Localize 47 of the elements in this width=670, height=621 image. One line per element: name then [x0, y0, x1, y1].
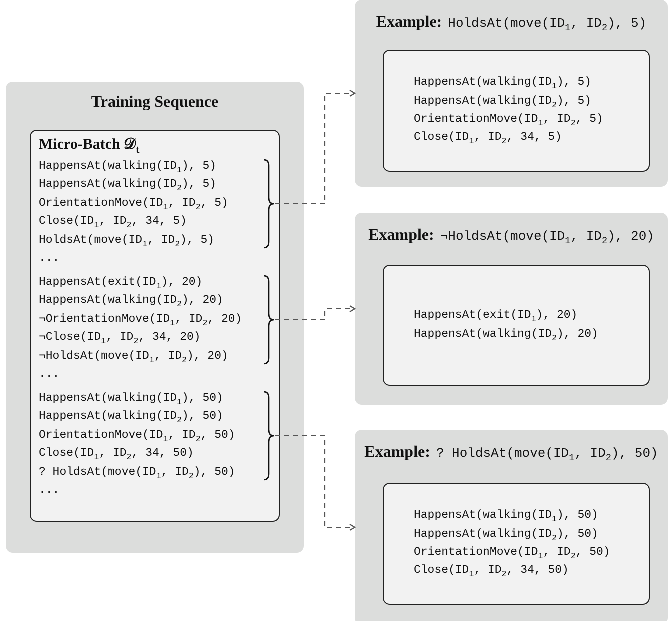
- panel-background: [355, 0, 668, 187]
- example-box: [383, 50, 650, 172]
- formula-line: OrientationMove(ID$_{1}$, ID$_{2}$, 5): [414, 112, 604, 130]
- batch-box: [30, 130, 280, 522]
- ellipsis: ...: [39, 367, 60, 383]
- formula-line: HappensAt(walking(ID$_{1}$), 50): [39, 391, 224, 408]
- formula-title: ? HoldsAt(move(ID$_{1}$, ID$_{2}$), 50): [436, 446, 658, 461]
- dashed-arrow: [275, 435, 356, 532]
- ellipsis: ...: [39, 483, 60, 499]
- formula-line: HappensAt(exit(ID$_{1}$), 20): [414, 308, 578, 326]
- formula-line: HappensAt(walking(ID$_{1}$), 50): [414, 508, 598, 526]
- formula-line: Close(ID$_{1}$, ID$_{2}$, 34, 50): [39, 446, 194, 464]
- formula-line: OrientationMove(ID$_{1}$, ID$_{2}$, 5): [39, 196, 228, 214]
- formula-title: HoldsAt(move(ID$_{1}$, ID$_{2}$), 5): [448, 16, 647, 31]
- formula-line: ¬HoldsAt(move(ID$_{1}$, ID$_{2}$), 20): [39, 348, 228, 366]
- panel-background: [355, 213, 668, 405]
- ellipsis: ...: [39, 251, 60, 267]
- formula-line: Close(ID$_{1}$, ID$_{2}$, 34, 50): [414, 563, 569, 581]
- formula-line: HappensAt(walking(ID$_{1}$), 5): [39, 159, 217, 176]
- example-label: Example:: [364, 444, 430, 461]
- formula-line: HappensAt(walking(ID$_{2}$), 20): [414, 326, 598, 344]
- formula-line: HappensAt(walking(ID$_{1}$), 5): [414, 75, 592, 93]
- formula-line: ¬OrientationMove(ID$_{1}$, ID$_{2}$, 20): [39, 312, 242, 330]
- formula-line: Close(ID$_{1}$, ID$_{2}$, 34, 5): [39, 214, 187, 232]
- panel-background: [6, 82, 304, 553]
- formula-line: Close(ID$_{1}$, ID$_{2}$, 34, 5): [414, 130, 562, 148]
- formula-line: ¬Close(ID$_{1}$, ID$_{2}$, 34, 20): [39, 330, 201, 348]
- example-label: Example:: [368, 227, 434, 244]
- formula-title: ¬HoldsAt(move(ID$_{1}$, ID$_{2}$), 20): [440, 229, 654, 244]
- formula-line: HappensAt(walking(ID$_{2}$), 20): [39, 293, 224, 311]
- formula-line: HappensAt(walking(ID$_{2}$), 5): [39, 177, 217, 195]
- example-box: [383, 483, 650, 605]
- formula-line: OrientationMove(ID$_{1}$, ID$_{2}$, 50): [39, 428, 236, 446]
- formula-line: HoldsAt(move(ID$_{1}$, ID$_{2}$), 5): [39, 232, 215, 250]
- panel-title: Training Sequence: [90, 94, 220, 112]
- formula-line: HappensAt(walking(ID$_{2}$), 50): [39, 409, 224, 427]
- example-label: Example:: [376, 14, 442, 31]
- dashed-arrow: [275, 305, 356, 321]
- formula-line: HappensAt(exit(ID$_{1}$), 20): [39, 275, 203, 292]
- batch-title: Micro-Batch 𝒟$_{t}$: [39, 136, 140, 154]
- panel-background: [355, 430, 668, 621]
- formula-line: OrientationMove(ID$_{1}$, ID$_{2}$, 50): [414, 545, 610, 562]
- formula-line: ? HoldsAt(move(ID$_{1}$, ID$_{2}$), 50): [39, 464, 236, 482]
- example-box: [383, 265, 650, 386]
- dashed-arrow: [275, 90, 356, 205]
- formula-line: HappensAt(walking(ID$_{2}$), 50): [414, 526, 598, 544]
- formula-line: HappensAt(walking(ID$_{2}$), 5): [414, 94, 592, 111]
